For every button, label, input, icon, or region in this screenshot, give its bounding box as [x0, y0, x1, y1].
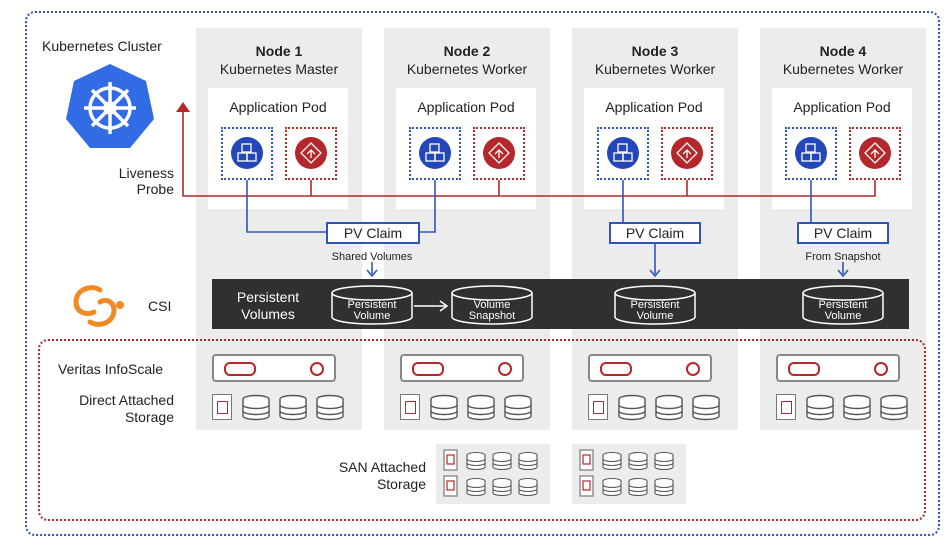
drive-slot-icon — [224, 362, 256, 376]
infoscale-storage-frame — [38, 339, 926, 521]
persistent-volumes-band — [212, 279, 909, 329]
san-disk-icon — [466, 451, 674, 497]
probe-box-4 — [849, 127, 901, 180]
liveness-line-1: Liveness — [118, 165, 174, 181]
csi-logo-icon — [73, 285, 124, 327]
controller-chip-icon — [776, 394, 796, 420]
liveness-probe-label: Liveness Probe — [116, 165, 174, 197]
node-3-name: Node 3 — [631, 43, 679, 59]
container-box-1 — [221, 127, 273, 180]
drive-slot-icon — [600, 362, 632, 376]
volume-4-line-2: Volume — [824, 310, 862, 322]
kubernetes-cluster-frame — [25, 11, 940, 536]
das-label: Direct Attached Storage — [60, 392, 174, 426]
san-line-1: SAN Attached — [338, 459, 426, 475]
cluster-title: Kubernetes Cluster — [42, 38, 162, 54]
volume-cylinder-3 — [614, 293, 696, 325]
power-led-icon — [310, 362, 324, 376]
node-3-title: Node 3 Kubernetes Worker — [572, 42, 738, 78]
das-line-1: Direct Attached — [79, 392, 174, 408]
node-4-title: Node 4 Kubernetes Worker — [760, 42, 926, 78]
volume-2-line-2: Snapshot — [468, 310, 516, 322]
shared-volumes-note: Shared Volumes — [331, 251, 413, 263]
application-pod-4-title: Application Pod — [793, 99, 891, 115]
cubes-icon — [419, 137, 451, 169]
container-box-2 — [409, 127, 461, 180]
node-2-role: Kubernetes Worker — [406, 61, 528, 77]
probe-box-3 — [661, 127, 713, 180]
node-4-role: Kubernetes Worker — [782, 61, 904, 77]
san-label: SAN Attached Storage — [316, 459, 426, 493]
container-box-3 — [597, 127, 649, 180]
power-led-icon — [686, 362, 700, 376]
volume-3-line-2: Volume — [636, 310, 674, 322]
node-1-name: Node 1 — [255, 43, 303, 59]
csi-label: CSI — [148, 298, 172, 314]
probe-icon — [295, 137, 327, 169]
infoscale-server-3 — [588, 354, 712, 382]
volume-cylinder-2 — [451, 293, 533, 325]
kubernetes-helm-icon — [66, 64, 154, 148]
infoscale-server-4 — [776, 354, 900, 382]
liveness-line-2: Probe — [136, 181, 174, 197]
power-led-icon — [498, 362, 512, 376]
drive-slot-icon — [788, 362, 820, 376]
application-pod-1-title: Application Pod — [229, 99, 327, 115]
persistent-volumes-title: Persistent Volumes — [226, 289, 310, 323]
application-pod-3-title: Application Pod — [605, 99, 703, 115]
volume-label-4: Persistent Volume — [803, 300, 883, 322]
pvc-link-node-2 — [418, 180, 436, 233]
node-3-role: Kubernetes Worker — [594, 61, 716, 77]
container-box-4 — [785, 127, 837, 180]
probe-icon — [671, 137, 703, 169]
controller-chip-icon — [212, 394, 232, 420]
infoscale-label: Veritas InfoScale — [58, 361, 164, 377]
cubes-icon — [231, 137, 263, 169]
volume-cylinder-1 — [331, 293, 413, 325]
liveness-probe-line — [182, 110, 876, 197]
volume-label-2: Volume Snapshot — [452, 300, 532, 322]
drive-slot-icon — [412, 362, 444, 376]
node-1-role: Kubernetes Master — [219, 61, 339, 77]
volume-cylinder-4 — [802, 293, 884, 325]
volume-1-line-1: Persistent — [347, 299, 397, 311]
controller-chip-icon — [400, 394, 420, 420]
band-line-2: Volumes — [241, 306, 295, 322]
infoscale-server-2 — [400, 354, 524, 382]
node-2-name: Node 2 — [443, 43, 491, 59]
das-line-2: Storage — [124, 409, 174, 425]
cubes-icon — [607, 137, 639, 169]
volume-1-line-2: Volume — [353, 310, 391, 322]
application-pod-2-title: Application Pod — [417, 99, 515, 115]
san-line-2: Storage — [376, 476, 426, 492]
volume-3-line-1: Persistent — [630, 299, 680, 311]
volume-label-3: Persistent Volume — [615, 300, 695, 322]
probe-box-1 — [285, 127, 337, 180]
node-1-title: Node 1 Kubernetes Master — [196, 42, 362, 78]
pvc-link-node-1 — [246, 180, 328, 233]
pv-claim-3: PV Claim — [797, 222, 889, 244]
volume-label-1: Persistent Volume — [332, 300, 412, 322]
pv-claim-2: PV Claim — [609, 222, 701, 244]
from-snapshot-note: From Snapshot — [805, 251, 881, 263]
probe-icon — [859, 137, 891, 169]
infoscale-server-1 — [212, 354, 336, 382]
probe-box-2 — [473, 127, 525, 180]
power-led-icon — [874, 362, 888, 376]
volume-2-line-1: Volume — [473, 299, 511, 311]
node-2-title: Node 2 Kubernetes Worker — [384, 42, 550, 78]
pv-claim-1: PV Claim — [326, 222, 420, 244]
cubes-icon — [795, 137, 827, 169]
band-line-1: Persistent — [236, 289, 300, 305]
controller-chip-icon — [588, 394, 608, 420]
volume-4-line-1: Persistent — [818, 299, 868, 311]
node-4-name: Node 4 — [819, 43, 867, 59]
liveness-arrowhead — [176, 102, 190, 112]
probe-icon — [483, 137, 515, 169]
